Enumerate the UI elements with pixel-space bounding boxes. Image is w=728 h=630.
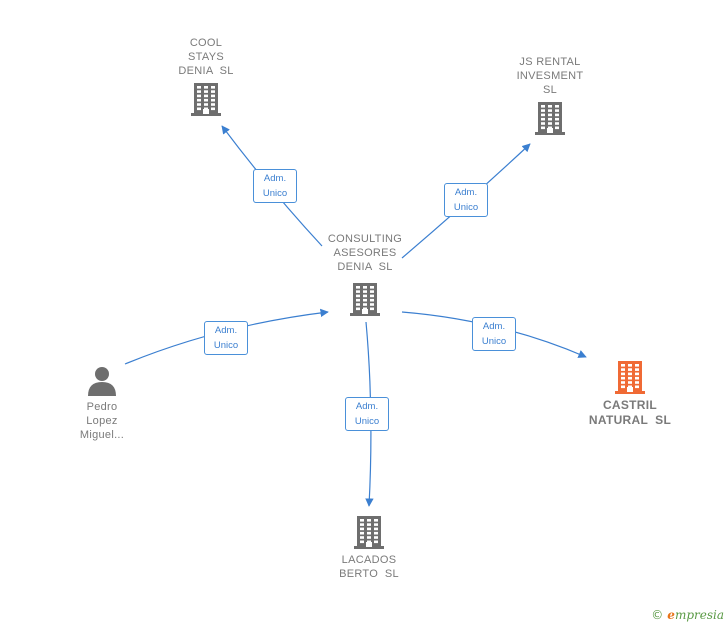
building-icon — [535, 102, 565, 135]
node-label: LACADOS BERTO SL — [339, 554, 399, 580]
edge-label-pedro[interactable]: Adm. Unico — [204, 321, 248, 355]
edge-label-lacados[interactable]: Adm. Unico — [345, 397, 389, 431]
logo-text: mpresia — [674, 608, 724, 622]
node-lacados[interactable]: LACADOS BERTO SL — [326, 515, 412, 581]
node-castril[interactable]: CASTRIL NATURAL SL — [578, 360, 682, 428]
node-consulting[interactable]: CONSULTING ASESORES DENIA SL — [318, 232, 412, 316]
node-label: COOL STAYS DENIA SL — [178, 37, 234, 77]
person-icon — [88, 367, 116, 396]
node-label: CONSULTING ASESORES DENIA SL — [327, 233, 403, 273]
logo-initial: e — [667, 608, 675, 622]
node-pedro[interactable]: Pedro Lopez Miguel... — [66, 366, 138, 442]
edge-label-js-rental[interactable]: Adm. Unico — [444, 183, 488, 217]
edge-label-castril[interactable]: Adm. Unico — [472, 317, 516, 351]
building-icon — [191, 83, 221, 116]
building-icon — [350, 283, 380, 316]
node-label: CASTRIL NATURAL SL — [588, 398, 672, 427]
node-js-rental[interactable]: JS RENTAL INVESMENT SL — [506, 55, 594, 135]
empresia-logo: ©empresia — [651, 608, 724, 622]
building-icon — [354, 516, 384, 549]
edge-label-cool-stays[interactable]: Adm. Unico — [253, 169, 297, 203]
copyright-symbol: © — [651, 608, 664, 622]
node-cool-stays[interactable]: COOL STAYS DENIA SL — [166, 36, 246, 116]
building-icon — [615, 361, 645, 394]
node-label: Pedro Lopez Miguel... — [79, 401, 125, 441]
node-label: JS RENTAL INVESMENT SL — [516, 56, 584, 96]
